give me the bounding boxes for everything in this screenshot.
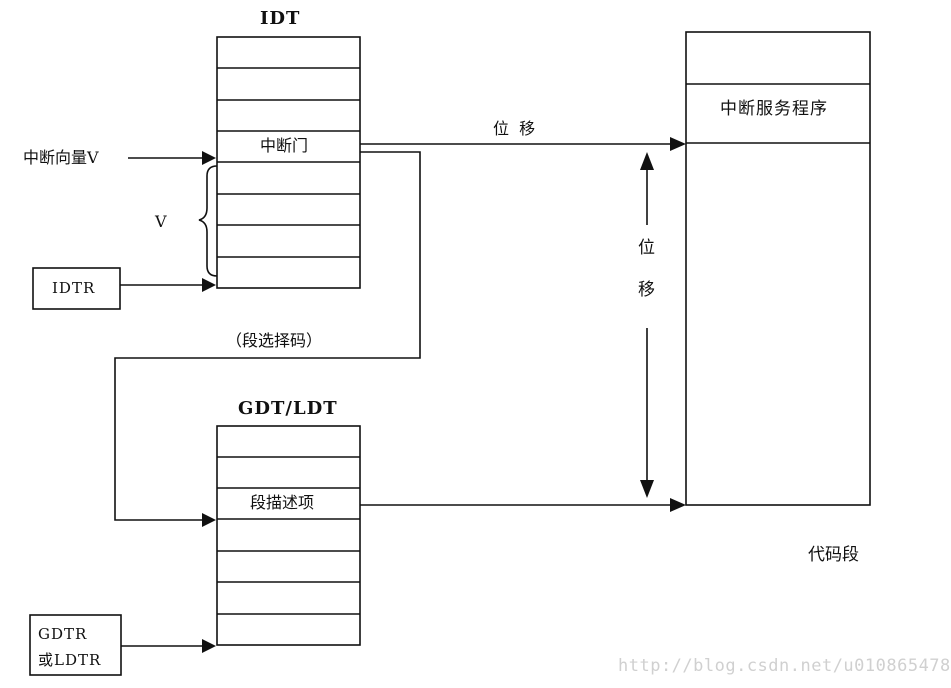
- idtr-box: [32, 267, 121, 310]
- idtr-label: IDTR: [52, 279, 96, 297]
- idtr-arrowhead: [202, 278, 216, 292]
- selector-path: [114, 151, 421, 521]
- offset-arrowhead: [670, 137, 686, 151]
- vector-arrowhead: [202, 151, 216, 165]
- v-label: V: [155, 212, 167, 231]
- gdt-table: [216, 425, 361, 646]
- gdtr-label-line1: GDTR: [38, 625, 88, 643]
- gdtr-box: [29, 614, 122, 676]
- gdtr-arrowhead: [202, 639, 216, 653]
- base-arrowhead: [670, 498, 686, 512]
- selector-arrowhead: [202, 513, 216, 527]
- offset-vertical-label-2: 移: [638, 280, 655, 300]
- offset-top-label: 位 移: [493, 119, 536, 138]
- isr-label: 中断服务程序: [720, 99, 828, 119]
- vertical-down-arrowhead: [640, 480, 654, 498]
- code-segment-box: [685, 31, 871, 506]
- gdt-title: GDT/LDT: [238, 398, 338, 419]
- idt-title: IDT: [260, 8, 301, 29]
- interrupt-vector-label: 中断向量V: [23, 148, 99, 167]
- v-brace: [198, 165, 218, 277]
- code-segment-caption: 代码段: [808, 545, 859, 565]
- interrupt-gate-label: 中断门: [260, 136, 309, 155]
- vertical-up-arrowhead: [640, 152, 654, 170]
- gdtr-label-line2: 或LDTR: [38, 651, 102, 669]
- selector-label: （段选择码）: [226, 331, 323, 350]
- offset-vertical-label-1: 位: [638, 238, 655, 258]
- watermark-text: http://blog.csdn.net/u010865478: [618, 656, 951, 676]
- segment-descriptor-label: 段描述项: [250, 493, 315, 512]
